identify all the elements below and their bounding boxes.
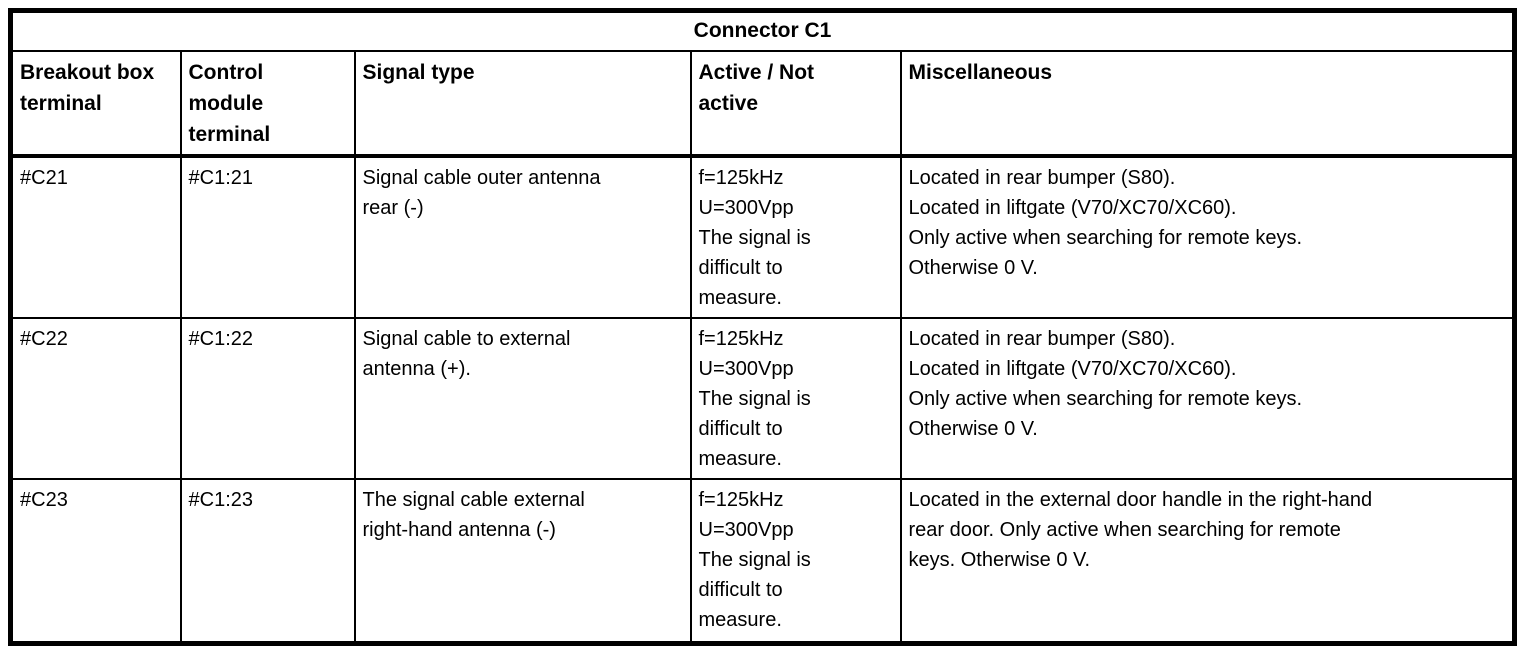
cell-control-module-terminal: #C1:21 [179,154,356,319]
cell-miscellaneous: Located in rear bumper (S80). Located in… [899,316,1516,480]
cell-active-not-active: f=125kHz U=300Vpp The signal is difficul… [689,477,902,645]
cell-miscellaneous: Located in rear bumper (S80). Located in… [899,154,1516,319]
table-title-row: Connector C1 [9,9,1516,52]
cell-breakout-box-terminal: #C21 [9,154,182,319]
col-header-control-module-terminal: Control module terminal [179,49,356,158]
cell-active-not-active: f=125kHz U=300Vpp The signal is difficul… [689,316,902,480]
table-row: #C23 #C1:23 The signal cable external ri… [9,477,1516,645]
table-row: #C21 #C1:21 Signal cable outer antenna r… [9,154,1516,319]
col-header-active-not-active: Active / Not active [689,49,902,158]
cell-breakout-box-terminal: #C23 [9,477,182,645]
cell-signal-type: The signal cable external right-hand ant… [353,477,692,645]
table-row: #C22 #C1:22 Signal cable to external ant… [9,316,1516,480]
cell-active-not-active: f=125kHz U=300Vpp The signal is difficul… [689,154,902,319]
cell-breakout-box-terminal: #C22 [9,316,182,480]
cell-signal-type: Signal cable to external antenna (+). [353,316,692,480]
cell-signal-type: Signal cable outer antenna rear (-) [353,154,692,319]
connector-c1-table: Connector C1 Breakout box terminal Contr… [8,8,1517,646]
col-header-signal-type: Signal type [353,49,692,158]
table-title: Connector C1 [9,9,1516,52]
cell-control-module-terminal: #C1:23 [179,477,356,645]
cell-miscellaneous: Located in the external door handle in t… [899,477,1516,645]
col-header-miscellaneous: Miscellaneous [899,49,1516,158]
col-header-breakout-box-terminal: Breakout box terminal [9,49,182,158]
table-header-row: Breakout box terminal Control module ter… [9,49,1516,158]
cell-control-module-terminal: #C1:22 [179,316,356,480]
